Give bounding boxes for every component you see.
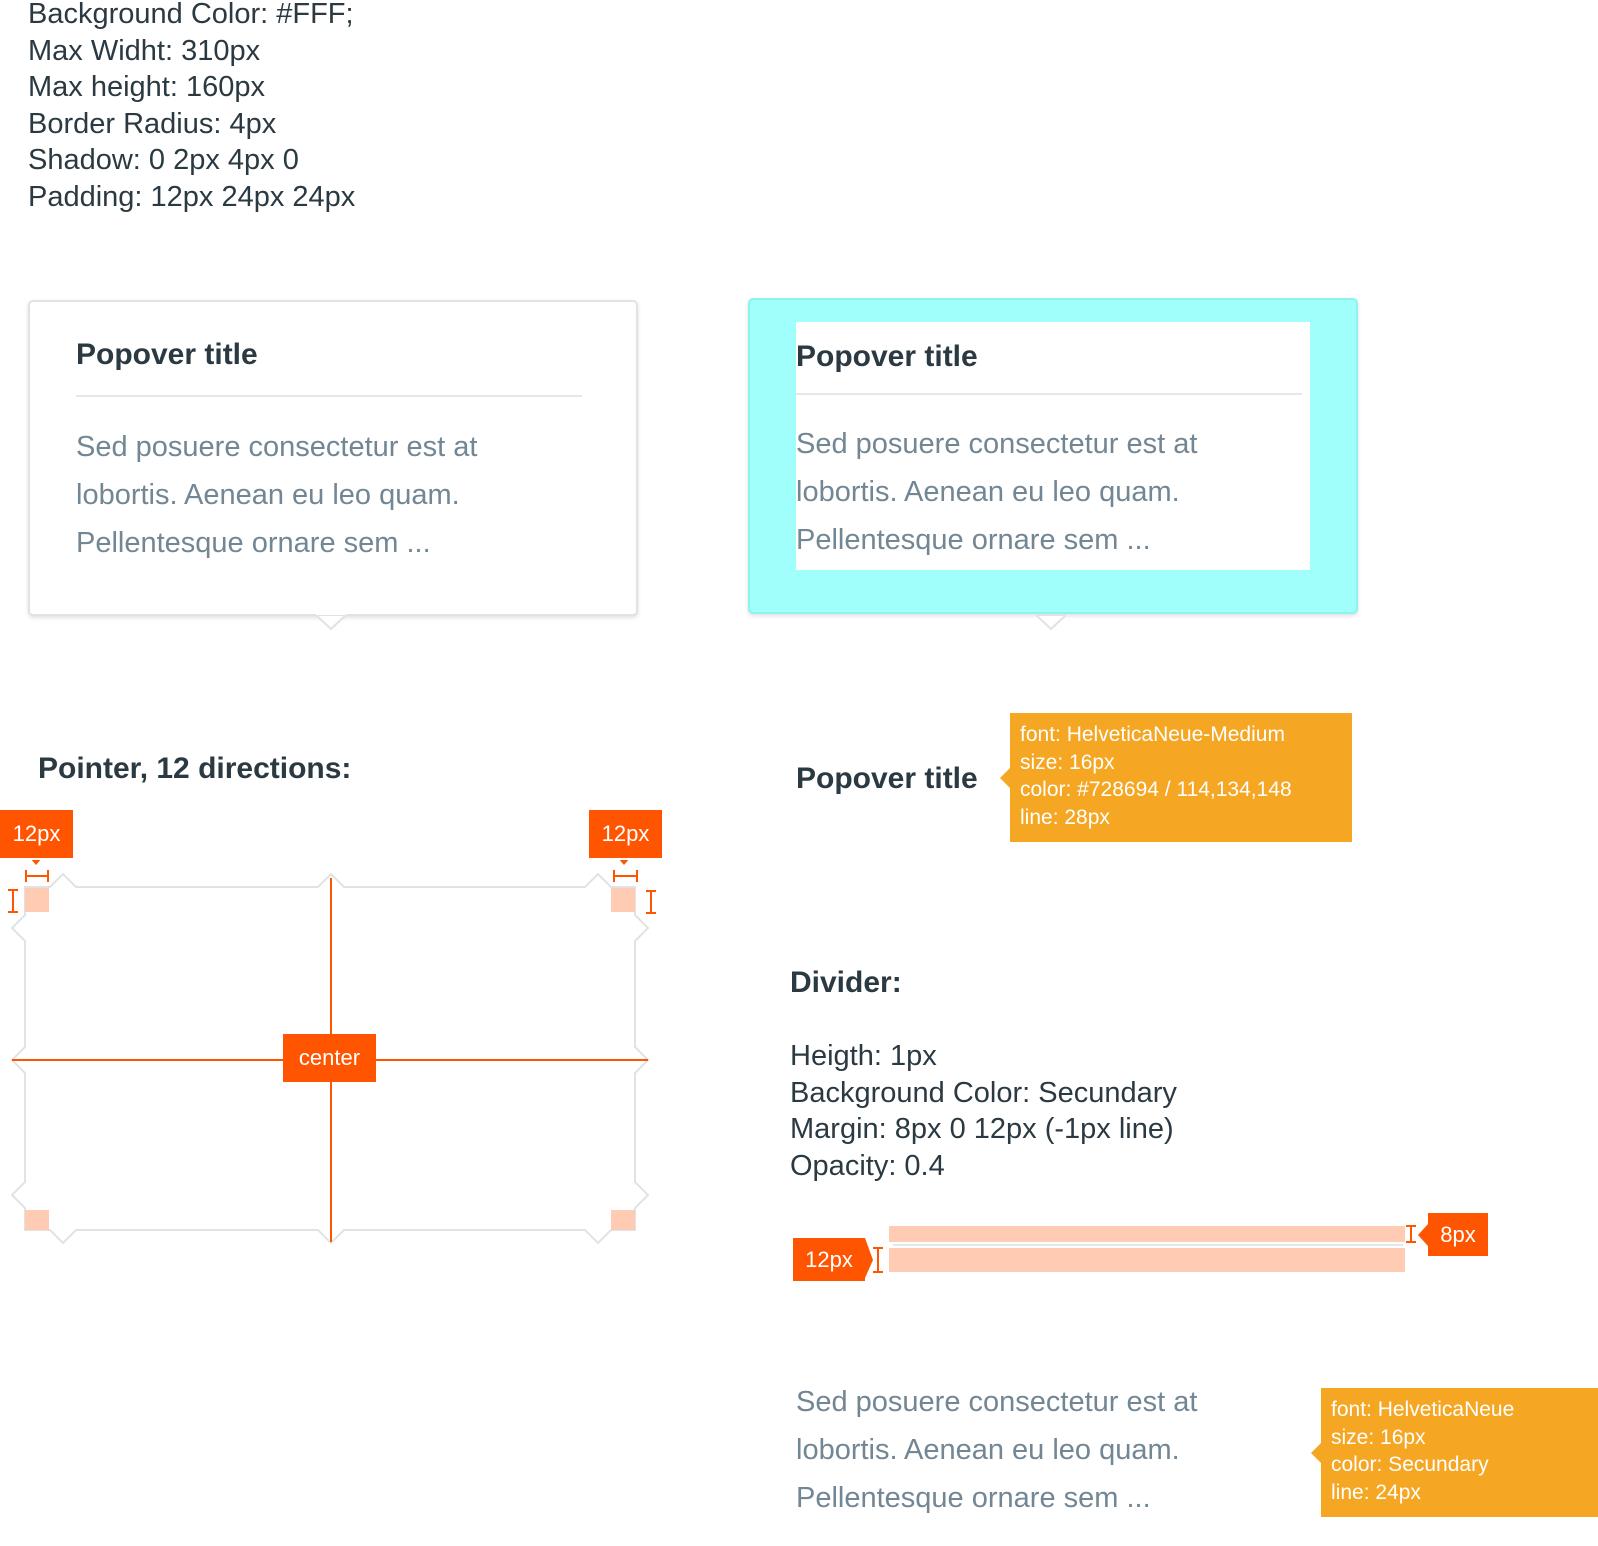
measure-marks — [8, 870, 656, 914]
body-line: Pellentesque ornare sem ... — [76, 527, 431, 559]
tag-line: font: HelveticaNeue-Medium — [1020, 723, 1285, 746]
body-line: lobortis. Aenean eu leo quam. — [796, 476, 1180, 508]
divider-heading: Divider: — [790, 966, 902, 999]
margin-top-area — [889, 1226, 1405, 1242]
body-line: Sed posuere consectetur est at — [796, 1386, 1198, 1418]
measure-marks — [865, 1224, 1428, 1278]
tag-line: line: 28px — [1020, 805, 1110, 829]
measure-badge: 8px — [1428, 1213, 1488, 1256]
divider-spec-list: Heigth: 1px Background Color: Secundary … — [790, 1038, 1177, 1184]
divider — [796, 393, 1302, 395]
spec-line: Background Color: #FFF; — [28, 0, 354, 30]
body-sample: Sed posuere consectetur est at lobortis.… — [796, 1378, 1197, 1522]
margin-bottom-area — [889, 1248, 1405, 1272]
body-line: Sed posuere consectetur est at — [76, 431, 478, 463]
spec-list: Background Color: #FFF; Max Widht: 310px… — [28, 0, 355, 215]
body-line: lobortis. Aenean eu leo quam. — [76, 479, 460, 511]
spec-line: Padding: 12px 24px 24px — [28, 180, 356, 213]
popover-body: Sed posuere consectetur est at lobortis.… — [796, 420, 1197, 564]
corner-margin — [611, 888, 635, 912]
body-font-spec-tag: font: HelveticaNeue size: 16px color: Se… — [1311, 1388, 1598, 1517]
body-line: Pellentesque ornare sem ... — [796, 1482, 1151, 1514]
tag-line: size: 16px — [1020, 750, 1115, 774]
spec-line: Heigth: 1px — [790, 1040, 937, 1072]
popover-body: Sed posuere consectetur est at lobortis.… — [76, 423, 477, 567]
spec-line: Opacity: 0.4 — [790, 1149, 945, 1182]
tag-line: color: Secundary — [1331, 1453, 1489, 1476]
popover-padding-example: Popover title Sed posuere consectetur es… — [748, 298, 1358, 614]
pointer-arrow — [316, 614, 346, 630]
divider-line — [893, 1244, 1403, 1246]
center-badge: center — [283, 1034, 376, 1082]
pointer-heading: Pointer, 12 directions: — [38, 752, 352, 785]
popover-title: Popover title — [796, 340, 978, 373]
body-line: Pellentesque ornare sem ... — [796, 524, 1151, 556]
spec-line: Margin: 8px 0 12px (-1px line) — [790, 1113, 1174, 1145]
measure-badge: 12px — [793, 1238, 865, 1281]
title-font-spec-tag: font: HelveticaNeue-Medium size: 16px co… — [1000, 713, 1352, 842]
body-line: Sed posuere consectetur est at — [796, 428, 1198, 460]
spec-line: Max height: 160px — [28, 71, 265, 103]
spec-line: Border Radius: 4px — [28, 107, 277, 140]
popover-example: Popover title Sed posuere consectetur es… — [28, 300, 638, 616]
spec-line: Shadow: 0 2px 4px 0 — [28, 144, 299, 176]
tag-line: size: 16px — [1331, 1425, 1426, 1449]
measure-badge: 12px — [589, 810, 662, 858]
corner-margin — [25, 1210, 49, 1230]
tag-line: font: HelveticaNeue — [1331, 1398, 1515, 1421]
popover-title: Popover title — [76, 338, 258, 371]
pointer-arrow — [1036, 614, 1066, 630]
divider — [76, 395, 582, 397]
body-line: lobortis. Aenean eu leo quam. — [796, 1434, 1180, 1466]
corner-margin — [611, 1210, 635, 1230]
corner-margin — [25, 888, 49, 912]
title-sample: Popover title — [796, 762, 978, 795]
spec-line: Max Widht: 310px — [28, 34, 261, 67]
content-area — [796, 322, 1310, 570]
measure-badge: 12px — [0, 810, 73, 858]
spec-line: Background Color: Secundary — [790, 1076, 1177, 1109]
tag-line: line: 24px — [1331, 1480, 1421, 1504]
tag-line: color: #728694 / 114,134,148 — [1020, 778, 1292, 801]
